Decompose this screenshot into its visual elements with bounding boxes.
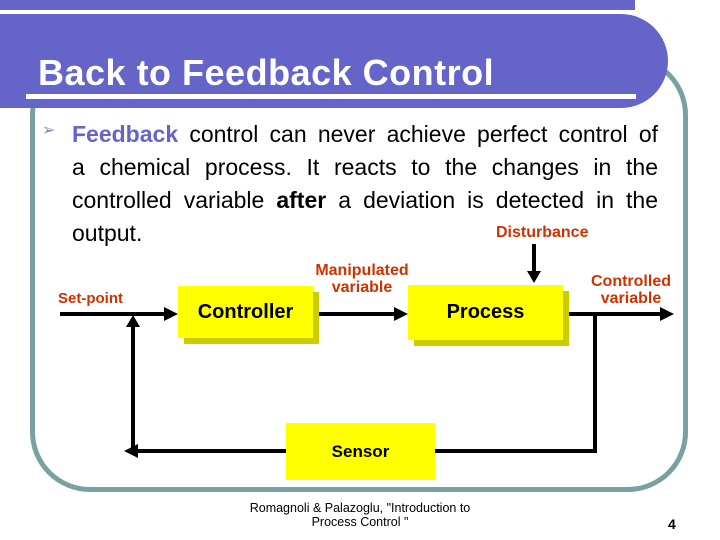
- set-point-label: Set-point: [58, 290, 123, 307]
- output-line: [563, 312, 660, 316]
- process-block: Process: [408, 285, 563, 340]
- feedback-up-arrowhead-icon: [126, 315, 140, 327]
- feedback-rise-line: [131, 326, 135, 453]
- disturbance-line: [532, 244, 536, 272]
- controller-block: Controller: [178, 286, 313, 338]
- header-top-strip: [0, 0, 635, 10]
- body-line-2: a chemical process. It reacts to the cha…: [72, 154, 658, 180]
- controller-to-process-line: [313, 312, 394, 316]
- setpoint-arrowhead-icon: [164, 307, 178, 321]
- title-bar: [0, 14, 668, 108]
- controller-to-process-arrowhead-icon: [394, 307, 408, 321]
- manipulated-variable-label: Manipulated variable: [315, 262, 409, 296]
- disturbance-arrowhead-icon: [527, 271, 541, 283]
- output-arrowhead-icon: [660, 307, 674, 321]
- page-number: 4: [668, 516, 676, 532]
- footer-line-2: Process Control ": [311, 515, 409, 529]
- body-line-3: controlled variable after a deviation is…: [72, 187, 658, 213]
- footer-line-1: Romagnoli & Palazoglu, "Introduction to: [249, 501, 471, 515]
- accent-word: Feedback: [72, 121, 179, 147]
- disturbance-label: Disturbance: [496, 224, 589, 241]
- output-drop-line: [593, 314, 597, 453]
- feedback-left-arrowhead-icon: [124, 444, 138, 458]
- body-line-4: output.: [72, 220, 143, 246]
- title-underline: [26, 94, 636, 99]
- sensor-block: Sensor: [286, 423, 435, 480]
- body-line-1: Feedback control can never achieve perfe…: [72, 121, 658, 147]
- footer-citation: Romagnoli & Palazoglu, "Introduction to …: [200, 501, 520, 529]
- page-title: Back to Feedback Control: [38, 52, 495, 93]
- bullet-arrow-icon: ➢: [42, 122, 56, 139]
- controlled-variable-label: Controlled variable: [591, 273, 671, 307]
- body-paragraph: Feedback control can never achieve perfe…: [72, 118, 658, 250]
- bold-word: after: [276, 187, 327, 213]
- setpoint-line: [60, 312, 168, 316]
